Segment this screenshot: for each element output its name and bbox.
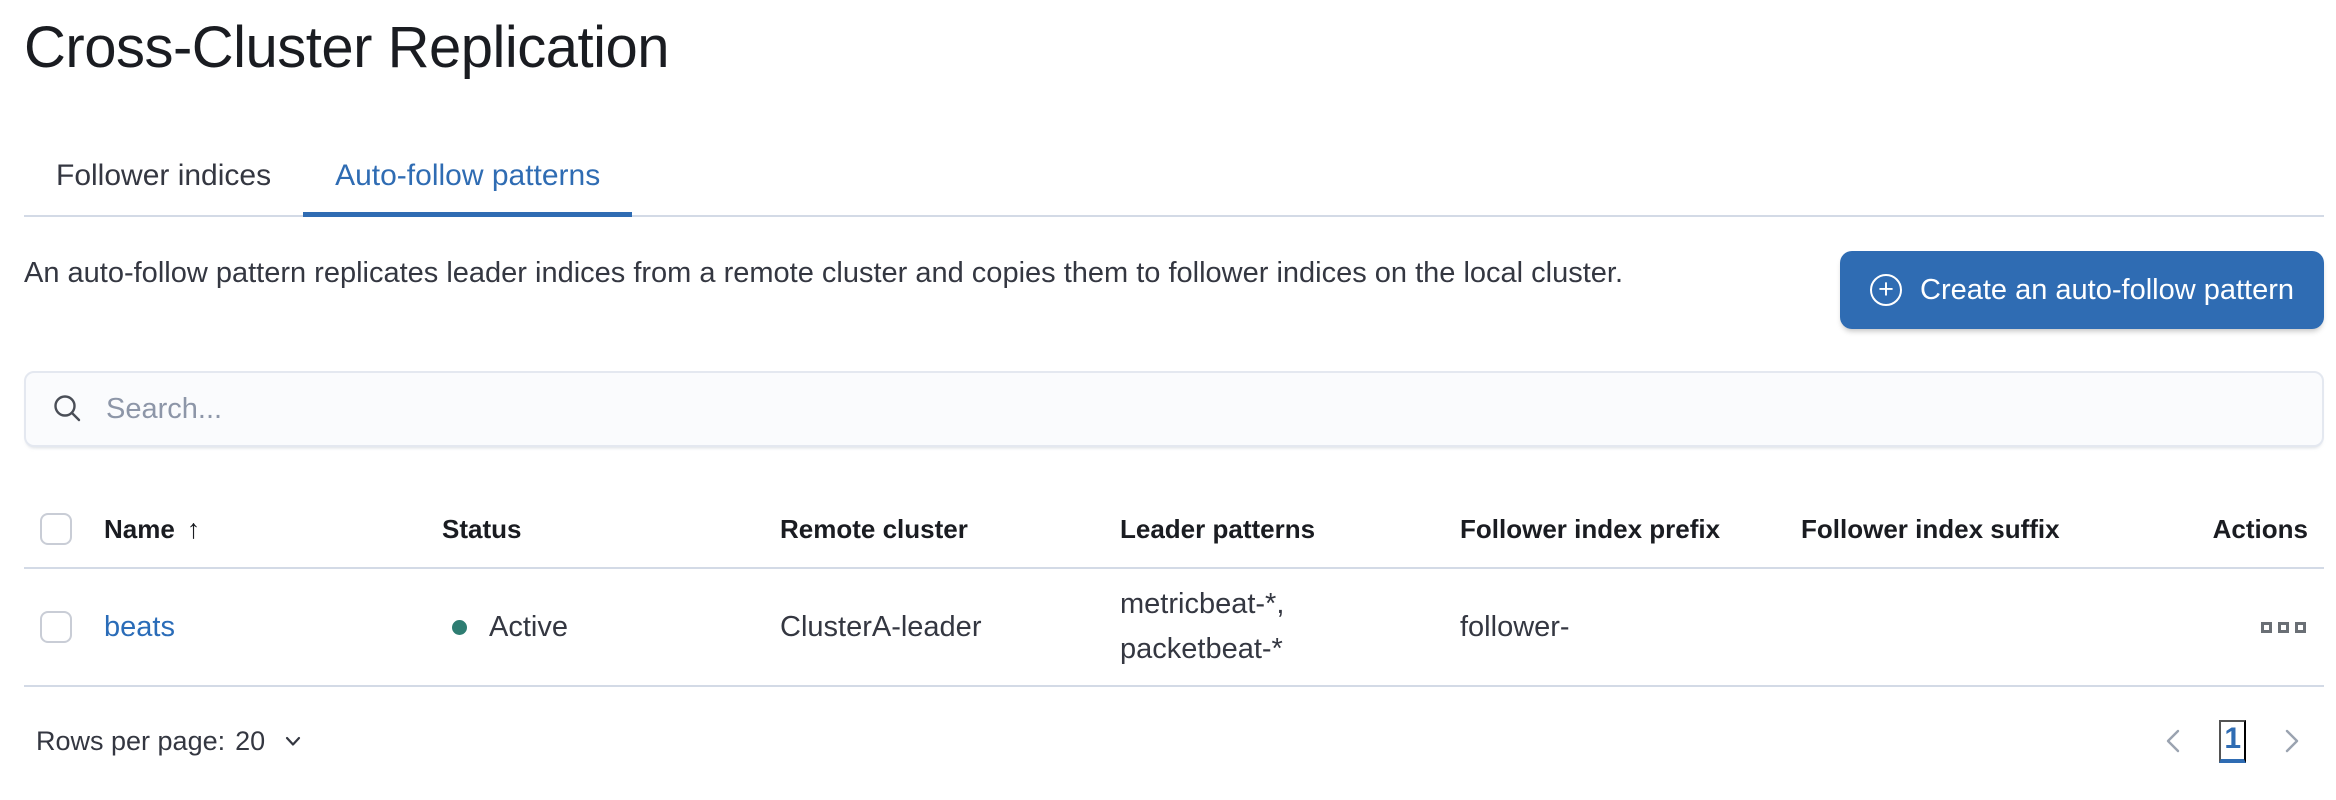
- rows-per-page-label: Rows per page:: [36, 725, 226, 756]
- previous-page-button[interactable]: [2155, 720, 2193, 762]
- chevron-down-icon: [286, 736, 301, 746]
- header-checkbox-cell: [24, 513, 104, 545]
- column-header-follower-index-prefix: Follower index prefix: [1460, 513, 1721, 544]
- pattern-name-cell: beats: [104, 611, 442, 644]
- column-header-follower-index-suffix: Follower index suffix: [1801, 513, 2060, 544]
- tab-auto-follow-patterns[interactable]: Auto-follow patterns: [303, 138, 633, 217]
- leader-pattern-line: packetbeat-*: [1120, 633, 1283, 665]
- search-icon: [54, 395, 81, 422]
- sort-ascending-icon: ↑: [186, 513, 201, 544]
- column-header-status: Status: [442, 513, 522, 544]
- row-actions-cell: [2141, 616, 2324, 639]
- leader-pattern-line: metricbeat-*,: [1120, 588, 1285, 620]
- follower-index-prefix-cell: follower-: [1460, 610, 1570, 643]
- pattern-name-link[interactable]: beats: [104, 610, 175, 643]
- leader-patterns-cell: metricbeat-*, packetbeat-*: [1120, 582, 1460, 672]
- create-auto-follow-pattern-button[interactable]: + Create an auto-follow pattern: [1840, 251, 2324, 329]
- page-number-button[interactable]: 1: [2219, 719, 2246, 763]
- row-checkbox[interactable]: [40, 611, 72, 643]
- column-header-name[interactable]: Name↑: [104, 513, 201, 544]
- status-dot-icon: [452, 619, 467, 635]
- status-health: Active: [442, 611, 764, 644]
- column-header-leader-patterns: Leader patterns: [1120, 513, 1316, 544]
- plus-in-circle-icon: +: [1870, 274, 1902, 306]
- column-header-remote-cluster: Remote cluster: [780, 513, 968, 544]
- tabs-bar: Follower indices Auto-follow patterns: [24, 138, 2324, 217]
- page-description: An auto-follow pattern replicates leader…: [24, 257, 1624, 289]
- table-footer: Rows per page: 20 1: [24, 711, 2324, 771]
- all-actions-icon[interactable]: [2259, 616, 2308, 639]
- search-input[interactable]: [26, 373, 2322, 445]
- page-title: Cross-Cluster Replication: [24, 15, 670, 80]
- rows-per-page-button[interactable]: Rows per page: 20: [24, 726, 305, 757]
- create-button-label: Create an auto-follow pattern: [1920, 273, 2294, 306]
- intro-section: An auto-follow pattern replicates leader…: [24, 251, 2324, 329]
- table-header-row: Name↑ Status Remote cluster Leader patte…: [24, 491, 2324, 569]
- remote-cluster-cell: ClusterA-leader: [780, 610, 982, 643]
- search-box: [24, 371, 2324, 447]
- column-header-actions: Actions: [2212, 513, 2308, 544]
- status-cell: Active: [442, 611, 780, 644]
- next-page-button[interactable]: [2272, 720, 2310, 762]
- cross-cluster-replication-page: Cross-Cluster Replication Follower indic…: [0, 10, 2336, 800]
- rows-per-page-value: 20: [235, 725, 266, 756]
- chevron-right-icon: [2285, 729, 2299, 753]
- select-all-checkbox[interactable]: [40, 513, 72, 545]
- row-checkbox-cell: [24, 611, 104, 643]
- status-label: Active: [489, 610, 568, 643]
- auto-follow-patterns-table: Name↑ Status Remote cluster Leader patte…: [24, 491, 2324, 687]
- chevron-left-icon: [2167, 729, 2180, 753]
- pagination: 1: [2155, 719, 2324, 763]
- tab-follower-indices[interactable]: Follower indices: [56, 159, 272, 192]
- table-row: beats Active ClusterA-leader metricbeat-…: [24, 569, 2324, 687]
